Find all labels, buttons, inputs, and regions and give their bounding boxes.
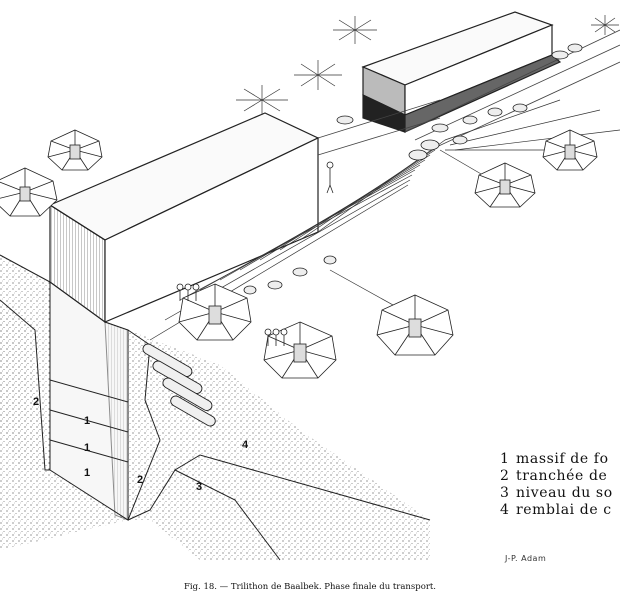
- legend-item: 3 niveau du so: [500, 485, 620, 502]
- distant-capstans: [236, 15, 619, 115]
- label-four: 4: [242, 439, 249, 451]
- label-three: 3: [196, 481, 202, 493]
- pulley-blocks: [243, 43, 583, 295]
- front-monolith: [48, 112, 320, 324]
- capstans: [0, 129, 598, 379]
- legend-text: tranchée de: [516, 468, 608, 484]
- legend-text: niveau du so: [516, 485, 613, 501]
- legend-number: 3: [500, 485, 510, 501]
- trench-outline: [0, 254, 431, 561]
- legend-number: 1: [500, 451, 510, 467]
- legend-item: 1 massif de fo: [500, 451, 620, 468]
- label-one-top: 1: [84, 415, 90, 427]
- ground-fill: [0, 255, 430, 560]
- back-monolith: [361, 11, 562, 133]
- legend-number: 4: [500, 502, 510, 518]
- legend-item: 4 remblai de c: [500, 502, 620, 519]
- legend-item: 2 tranchée de: [500, 468, 620, 485]
- legend-text: remblai de c: [516, 502, 612, 518]
- legend: 1 massif de fo 2 tranchée de 3 niveau du so…: [500, 451, 620, 519]
- workers: [176, 161, 334, 346]
- legend-text: massif de fo: [516, 451, 609, 467]
- label-one-middle: 1: [84, 442, 90, 454]
- label-two-right: 2: [137, 474, 143, 486]
- artist-signature: J-P. Adam: [505, 554, 547, 563]
- figure-caption: Fig. 18. — Trilithon de Baalbek. Phase f…: [183, 582, 436, 592]
- label-one-bottom: 1: [84, 467, 90, 479]
- rails: [317, 29, 620, 156]
- rollers: [142, 343, 216, 427]
- label-two-left: 2: [33, 396, 39, 408]
- legend-number: 2: [500, 468, 510, 484]
